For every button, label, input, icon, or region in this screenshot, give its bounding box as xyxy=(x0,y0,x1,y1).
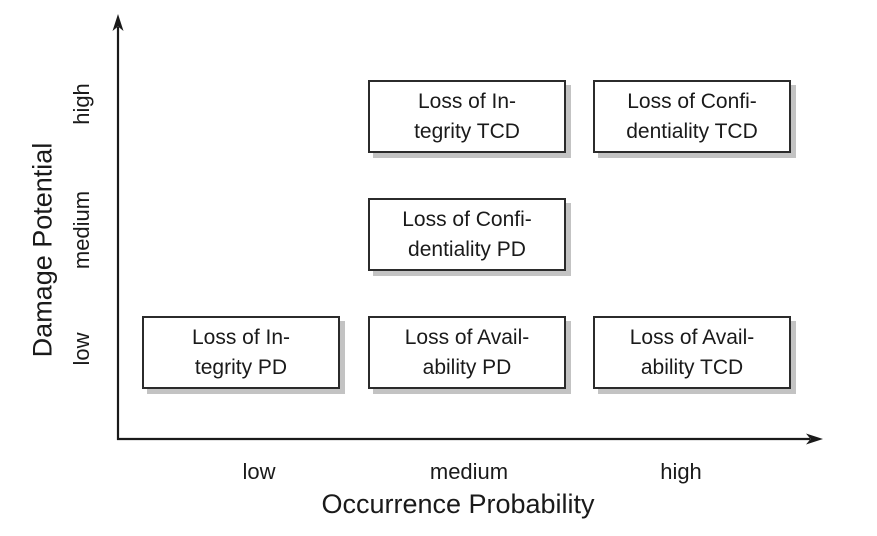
matrix-box-loss-of-integrity-pd: Loss of In- tegrity PD xyxy=(142,316,340,389)
box-label-line: dentiality TCD xyxy=(626,119,758,143)
matrix-box-loss-of-availability-tcd: Loss of Avail- ability TCD xyxy=(593,316,791,389)
box-label-line: Loss of Avail- xyxy=(629,325,755,349)
x-axis-label: Occurrence Probability xyxy=(321,489,595,519)
y-axis-arrow-icon xyxy=(112,14,124,31)
y-tick-high: high xyxy=(69,83,94,125)
box-label-line: ability TCD xyxy=(640,355,744,379)
box-label-line: Loss of In- xyxy=(417,89,517,113)
y-axis-label: Damage Potential xyxy=(27,142,58,358)
box-label-line: Loss of Confi- xyxy=(627,89,757,113)
x-tick-medium: medium xyxy=(429,459,509,484)
x-tick-low: low xyxy=(242,459,276,484)
box-label-line: ability PD xyxy=(422,355,512,379)
matrix-box-loss-of-confidentiality-tcd: Loss of Confi- dentiality TCD xyxy=(593,80,791,153)
x-axis-arrow-icon xyxy=(806,433,823,445)
box-label-line: Loss of Avail- xyxy=(404,325,530,349)
box-label-line: tegrity PD xyxy=(194,355,288,379)
y-tick-medium: medium xyxy=(69,190,94,270)
matrix-box-loss-of-confidentiality-pd: Loss of Confi- dentiality PD xyxy=(368,198,566,271)
matrix-box-loss-of-integrity-tcd: Loss of In- tegrity TCD xyxy=(368,80,566,153)
y-tick-low: low xyxy=(69,332,94,366)
box-label-line: tegrity TCD xyxy=(414,119,520,143)
box-label-line: Loss of Confi- xyxy=(402,207,532,231)
matrix-box-loss-of-availability-pd: Loss of Avail- ability PD xyxy=(368,316,566,389)
box-label-line: dentiality PD xyxy=(408,237,526,261)
x-tick-high: high xyxy=(660,459,702,484)
box-label-line: Loss of In- xyxy=(191,325,291,349)
